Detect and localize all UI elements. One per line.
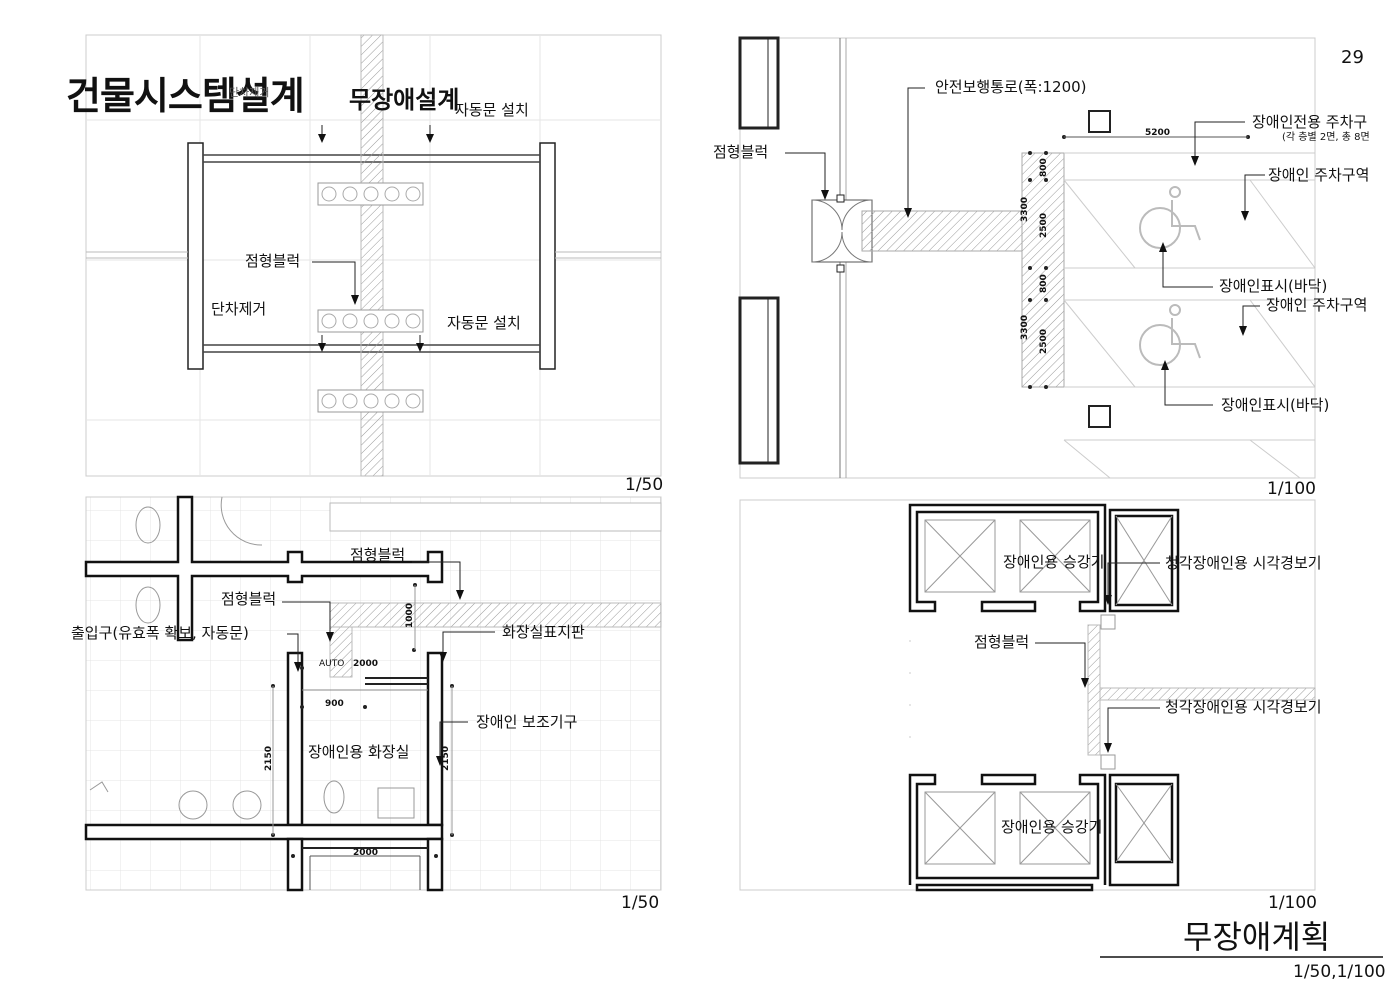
label-elevator-1: 장애인용 승강기 (1003, 553, 1105, 571)
label-tactile-block-2: 점형블럭 (221, 590, 277, 608)
dim-3300-a: 3300 (1020, 196, 1030, 222)
label-tactile-block: 점형블럭 (245, 252, 301, 270)
dim-width: 5200 (1145, 128, 1171, 138)
dim-800-b: 800 (1039, 274, 1049, 293)
scale-restroom: 1/50 (621, 893, 660, 913)
scale-elevator: 1/100 (1268, 893, 1317, 913)
label-accessible-restroom: 장애인용 화장실 (308, 743, 410, 761)
label-disabled-parking: 장애인전용 주차구 (1252, 113, 1368, 131)
panel-entrance (85, 34, 662, 477)
label-floor-mark-2: 장애인표시(바닥) (1221, 396, 1330, 414)
dim-900: 900 (325, 699, 344, 709)
dim-auto: AUTO (319, 659, 345, 669)
label-auto-door-bottom: 자동문 설치 (447, 314, 521, 332)
scale-entrance: 1/50 (625, 475, 664, 495)
label-parking-zone-2: 장애인 주차구역 (1266, 296, 1368, 314)
label-elevator-2: 장애인용 승강기 (1001, 818, 1103, 836)
label-parking-zone-1: 장애인 주차구역 (1268, 166, 1370, 184)
page-subtitle: 무장애설계 (349, 86, 460, 114)
footer-scale: 1/50,1/100 (1293, 962, 1386, 982)
label-floor-mark-1: 장애인표시(바닥) (1219, 277, 1328, 295)
dim-3300-b: 3300 (1020, 314, 1030, 340)
dim-2150-a: 2150 (264, 745, 274, 771)
label-grab-bar: 장애인 보조기구 (476, 713, 578, 731)
page-title: 건물시스템설계 (66, 74, 305, 118)
scale-parking: 1/100 (1267, 479, 1316, 499)
label-parking-note: (각 층별 2면, 총 8면 (1282, 132, 1370, 143)
label-step-removal-top: 단차제거 (229, 86, 270, 99)
dim-2500-a: 2500 (1039, 212, 1049, 238)
label-tactile-block-elevator: 점형블럭 (974, 633, 1030, 651)
label-visual-alarm-2: 청각장애인용 시각경보기 (1165, 698, 1322, 716)
label-visual-alarm-1: 청각장애인용 시각경보기 (1165, 554, 1322, 572)
dim-2000-b: 2000 (353, 848, 379, 858)
footer-title: 무장애계획 (1183, 918, 1331, 956)
label-tactile-block-1: 점형블럭 (350, 546, 406, 564)
dim-2500-b: 2500 (1039, 328, 1049, 354)
dim-2000-a: 2000 (353, 659, 379, 669)
page-number: 29 (1341, 47, 1364, 68)
label-entrance: 출입구(유효폭 확보, 자동문) (71, 624, 249, 642)
dim-800-a: 800 (1039, 158, 1049, 177)
label-step-removal: 단차제거 (211, 300, 267, 318)
label-tactile-block-parking: 점형블럭 (713, 143, 769, 161)
label-safe-path: 안전보행통로(폭:1200) (935, 78, 1087, 96)
panel-parking (738, 36, 1316, 479)
label-restroom-sign: 화장실표지판 (502, 623, 585, 641)
panel-restroom (84, 495, 662, 892)
dim-1000: 1000 (405, 602, 415, 628)
dim-2150-b: 2150 (441, 745, 451, 771)
label-auto-door-top: 자동문 설치 (455, 101, 529, 119)
panel-elevator (739, 499, 1316, 892)
